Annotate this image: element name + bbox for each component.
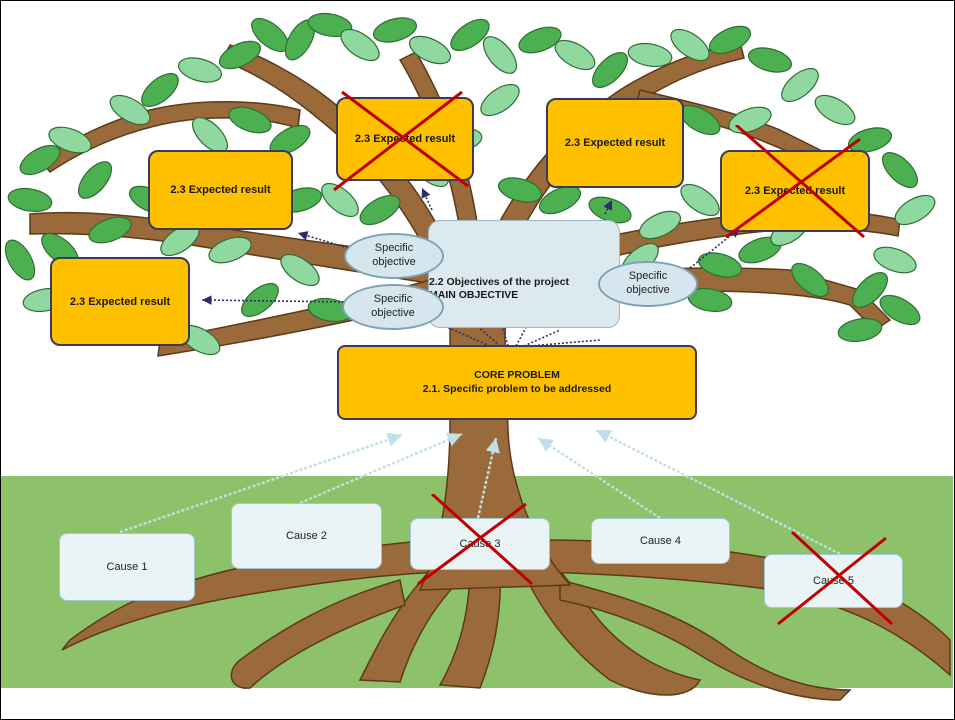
- leaf: [372, 17, 418, 43]
- leaf: [280, 253, 320, 287]
- specific-objective-lower-left: Specific objective: [342, 284, 444, 330]
- leaf: [141, 72, 179, 108]
- leaf: [837, 317, 883, 343]
- specific-objective-upper-left: Specific objective: [344, 233, 444, 279]
- expected-result-label: 2.3 Expected result: [564, 137, 666, 149]
- specific-objective-label: Specific objective: [372, 242, 416, 268]
- leaf: [88, 216, 132, 244]
- leaf: [109, 94, 151, 126]
- leaf: [814, 94, 856, 126]
- expected-result-label: 2.3 Expected result: [69, 295, 171, 308]
- cause-label: Cause 1: [106, 561, 148, 573]
- cause-label: Cause 2: [286, 530, 327, 542]
- leaf: [482, 36, 518, 74]
- leaf: [218, 40, 262, 70]
- leaf: [48, 126, 92, 154]
- cause-4-box: Cause 4: [591, 518, 730, 564]
- leaf: [852, 272, 888, 308]
- core-problem-subtitle: 2.1. Specific problem to be addressed: [422, 382, 612, 395]
- leaf: [680, 183, 720, 217]
- leaf: [408, 35, 452, 65]
- cause-label: Cause 5: [813, 575, 854, 587]
- leaf: [480, 83, 520, 117]
- leaf: [19, 144, 61, 176]
- leaf: [340, 28, 380, 62]
- expected-result-left-low: 2.3 Expected result: [50, 257, 190, 346]
- cause-label: Cause 4: [640, 535, 681, 547]
- expected-result-label: 2.3 Expected result: [744, 185, 846, 197]
- leaf: [450, 18, 490, 52]
- leaf: [697, 252, 743, 278]
- leaf: [307, 12, 353, 38]
- leaf: [228, 106, 272, 134]
- core-problem-title: CORE PROBLEM: [474, 369, 560, 382]
- cause-label: Cause 3: [459, 538, 501, 550]
- cause-2-box: Cause 2: [231, 503, 382, 569]
- specific-objective-label: Specific objective: [626, 270, 670, 296]
- cause-3-box: Cause 3: [410, 518, 550, 570]
- leaf: [781, 67, 819, 103]
- leaf: [538, 185, 582, 215]
- expected-result-right: 2.3 Expected result: [720, 150, 870, 232]
- specific-objective-right: Specific objective: [598, 261, 698, 307]
- cause-5-box: Cause 5: [764, 554, 903, 608]
- leaf: [873, 246, 917, 274]
- expected-result-center-right: 2.3 Expected result: [546, 98, 684, 188]
- leaf: [638, 210, 682, 240]
- leaf: [77, 161, 113, 199]
- leaf: [359, 194, 401, 226]
- main-objective-subtitle: MAIN OBJECTIVE: [429, 289, 519, 301]
- leaf: [7, 187, 53, 213]
- leaf: [894, 194, 936, 226]
- leaf: [208, 236, 252, 264]
- leaf: [879, 294, 921, 326]
- cause-1-box: Cause 1: [59, 533, 195, 601]
- leaf: [321, 182, 359, 218]
- expected-result-label: 2.3 Expected result: [354, 133, 456, 145]
- expected-result-center-left: 2.3 Expected result: [336, 97, 474, 181]
- specific-objective-label: Specific objective: [371, 293, 415, 319]
- leaf: [627, 42, 673, 68]
- leaf: [747, 47, 793, 73]
- main-objective-title: 2.2 Objectives of the project: [429, 276, 570, 289]
- expected-result-label: 2.3 Expected result: [170, 184, 271, 196]
- leaf: [592, 52, 628, 88]
- leaf: [670, 28, 710, 62]
- leaf: [177, 57, 223, 83]
- leaf: [708, 25, 752, 55]
- leaf: [497, 177, 543, 203]
- expected-result-left-high: 2.3 Expected result: [148, 150, 293, 230]
- leaf: [882, 152, 918, 188]
- leaf: [4, 239, 36, 281]
- leaf: [791, 262, 829, 298]
- core-problem-box: CORE PROBLEM 2.1. Specific problem to be…: [337, 345, 697, 420]
- main-objective-box: 2.2 Objectives of the project MAIN OBJEC…: [428, 220, 620, 328]
- leaf: [518, 26, 562, 54]
- leaf: [554, 39, 596, 71]
